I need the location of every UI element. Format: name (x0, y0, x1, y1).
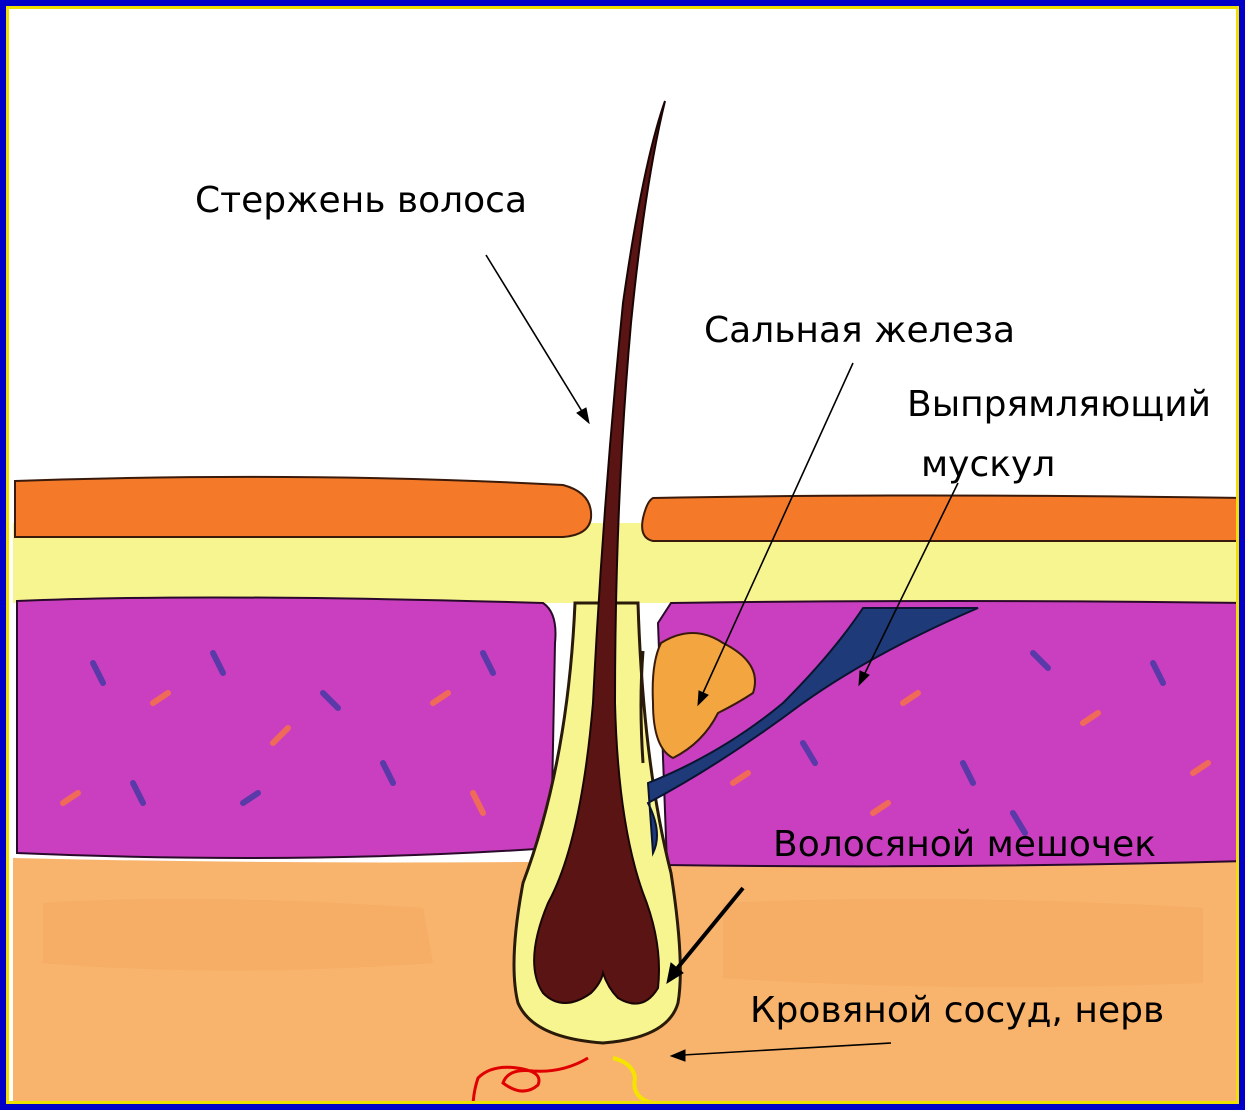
label-arrector-muscle-line1: Выпрямляющий (907, 385, 1211, 425)
hair-follicle-diagram (9, 9, 1236, 1101)
label-vessel-nerve: Кровяной сосуд, нерв (750, 991, 1164, 1031)
label-hair-follicle: Волосяной мешочек (773, 825, 1156, 865)
diagram-frame: Стержень волоса Сальная железа Выпрямляю… (6, 6, 1239, 1104)
label-arrector-muscle-line2: мускул (921, 445, 1055, 485)
epidermis-right (642, 496, 1236, 542)
epidermis-left (15, 477, 591, 537)
label-hair-shaft: Стержень волоса (195, 181, 527, 221)
label-sebaceous-gland: Сальная железа (704, 311, 1015, 351)
